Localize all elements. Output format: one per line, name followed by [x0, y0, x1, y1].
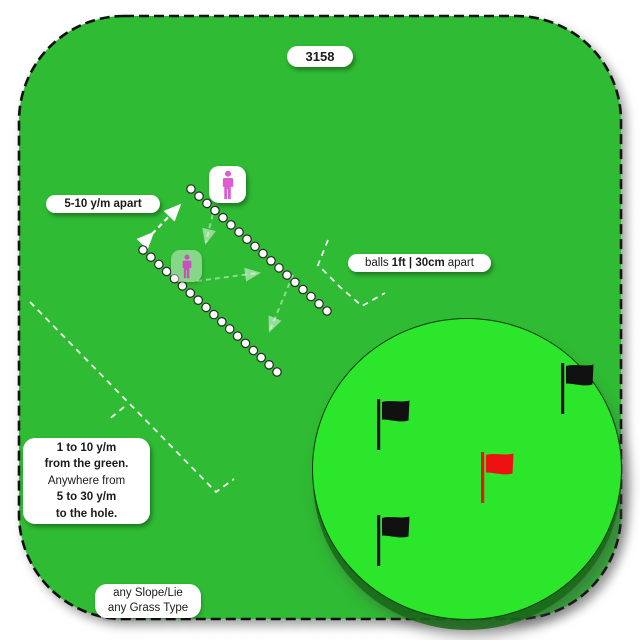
drill-number: 3158 — [305, 49, 335, 64]
golf-ball — [266, 255, 276, 266]
golf-ball — [250, 241, 260, 252]
person-icon — [222, 170, 233, 199]
golf-ball — [146, 252, 156, 263]
walk-arrow-down — [202, 196, 218, 245]
golf-ball — [290, 277, 300, 288]
row-spacing-label: 5-10 y/m apart — [46, 195, 160, 213]
golf-ball — [306, 291, 316, 302]
golf-ball — [234, 227, 244, 237]
golf-ball — [226, 220, 236, 230]
golf-ball — [272, 367, 282, 377]
golf-ball — [224, 324, 235, 334]
golf-ball — [202, 198, 212, 209]
ball-spacing-pre: balls — [365, 257, 389, 269]
golf-ball — [256, 352, 266, 363]
golf-ball — [185, 288, 196, 298]
golf-ball — [218, 212, 228, 223]
golf-ball — [194, 191, 204, 201]
row-spacing-text: 5-10 y/m apart — [64, 198, 142, 210]
golf-ball — [169, 273, 180, 284]
note-line: 5 to 30 y/m — [56, 491, 117, 504]
note-line: to the hole. — [55, 507, 118, 520]
note-line: 1 to 10 y/m — [56, 441, 117, 454]
golf-ball — [274, 263, 284, 273]
red-flag-icon — [481, 452, 514, 503]
aim-arrow-right — [196, 267, 261, 282]
golf-ball — [186, 184, 196, 194]
player-2 — [171, 250, 202, 282]
golf-ball — [177, 281, 188, 291]
golf-ball — [282, 270, 292, 280]
golf-ball — [210, 205, 220, 216]
row-spacing-arrow — [136, 203, 182, 250]
black-flag-icon — [561, 363, 594, 414]
ball-spacing-value: 1ft | 30cm — [391, 257, 445, 269]
conditions-label: any Slope/Lie any Grass Type — [95, 584, 201, 618]
ball-spacing-leader — [316, 239, 386, 308]
aim-arrow-downright — [268, 274, 294, 333]
golf-ball — [193, 295, 203, 305]
golf-ball — [232, 331, 243, 341]
drill-number-badge: 3158 — [287, 46, 353, 67]
ball-spacing-label: balls 1ft | 30cm apart — [348, 254, 491, 272]
note-line: Anywhere from — [47, 474, 126, 487]
golf-ball — [248, 345, 259, 356]
golf-ball — [201, 302, 211, 313]
golf-ball — [314, 298, 324, 309]
ball-spacing-post: apart — [447, 257, 474, 269]
golf-ball — [209, 309, 219, 320]
black-flag-icon — [377, 515, 410, 566]
distance-note: 1 to 10 y/m from the green. Anywhere fro… — [23, 438, 150, 524]
golf-ball — [161, 266, 172, 277]
golf-ball — [264, 359, 274, 370]
note-line: from the green. — [44, 458, 129, 471]
golf-ball — [154, 259, 164, 270]
golf-ball — [138, 245, 148, 255]
golf-ball — [242, 234, 252, 244]
golf-ball — [258, 248, 268, 259]
distance-to-green-path — [29, 301, 235, 494]
condition-line: any Slope/Lie — [113, 587, 183, 599]
golf-ball — [298, 284, 308, 295]
golf-ball — [240, 338, 251, 349]
golf-ball — [217, 316, 227, 327]
distance-path-tick — [106, 406, 125, 422]
player-1 — [209, 166, 246, 203]
condition-line: any Grass Type — [107, 602, 189, 614]
golf-ball — [322, 306, 332, 316]
black-flag-icon — [377, 399, 410, 450]
person-icon — [182, 254, 191, 278]
